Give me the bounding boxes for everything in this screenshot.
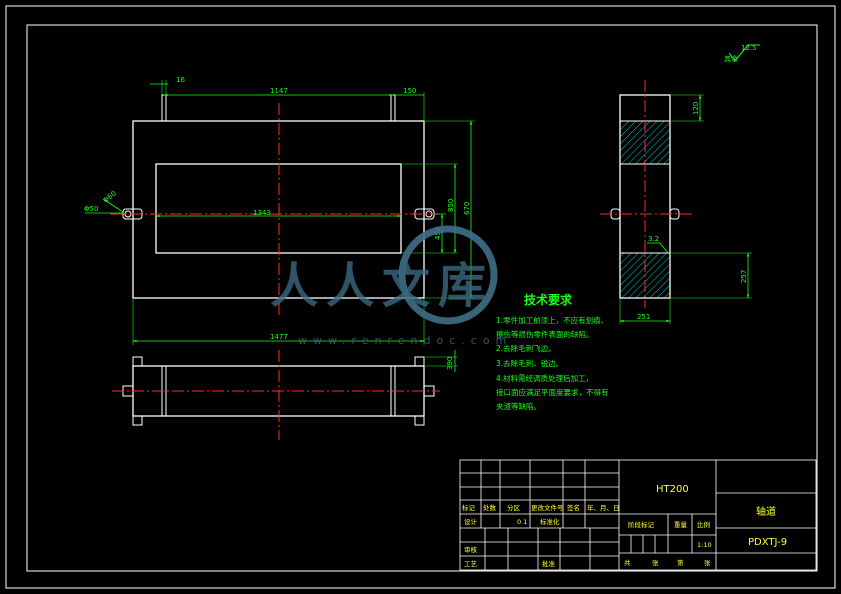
tb-stage: 阶段标记 <box>628 520 655 529</box>
dim-left-hole: Φ50 <box>84 205 98 213</box>
dim-side-mid: 3.2 <box>648 235 659 243</box>
outer-frame <box>5 5 836 589</box>
tb-scale-value: 1:10 <box>697 541 712 549</box>
tb-scale: 比例 <box>697 520 710 529</box>
tb-h-2: 分区 <box>507 503 521 512</box>
title-block <box>459 459 817 571</box>
dim-right-h3: 670 <box>463 202 471 215</box>
title-block-text: HT200 轴道 PDXTJ-9 标记 处数 分区 更改文件号 签名 年、月、日… <box>462 484 787 568</box>
dim-top-stub: 16 <box>176 76 185 84</box>
tb-h-3: 更改文件号 <box>531 503 564 512</box>
tech-item-1: 1.零件加工前须上，不应有划痕、 <box>496 315 608 325</box>
surface-finish-symbol: 12.5 其余 <box>724 44 760 63</box>
dim-side-top: 120 <box>692 102 700 115</box>
tb-approve: 批准 <box>542 559 556 568</box>
tb-sheet-2: 第 <box>677 558 684 567</box>
tb-part-name: 轴道 <box>756 505 776 518</box>
watermark: 人人文库 www.renrendoc.com <box>270 225 512 347</box>
watermark-ring <box>398 225 498 325</box>
dim-side-width: 251 <box>637 313 650 321</box>
dim-right-h2: 850 <box>447 199 455 212</box>
tech-item-6: 接口面应满足平面度要求，不得有 <box>496 387 609 397</box>
tb-weight: 重量 <box>674 521 688 529</box>
front-top-stub-left <box>161 94 167 122</box>
tb-h-0: 标记 <box>462 503 476 512</box>
tb-sheet-3: 张 <box>704 558 711 567</box>
surface-finish-value: 12.5 <box>741 44 757 52</box>
tb-material: HT200 <box>656 484 689 495</box>
dim-bottom-view: 390 <box>446 357 454 370</box>
dim-side-height: 257 <box>740 270 748 283</box>
watermark-text: 人人文库 <box>270 258 494 314</box>
dim-top-right: 150 <box>403 87 416 95</box>
tech-item-3: 2.去除毛刺飞边。 <box>496 343 556 353</box>
tb-process: 工艺 <box>464 560 478 568</box>
watermark-url: www.renrendoc.com <box>298 334 512 347</box>
dim-inner-width: 1343 <box>253 209 271 217</box>
tb-design-val: 0.1 <box>517 518 527 526</box>
tb-standard: 标准化 <box>540 517 560 526</box>
dim-top-span: 1147 <box>270 87 288 95</box>
tb-sheet-0: 共 <box>624 558 631 567</box>
side-view: 120 3.2 257 251 <box>600 80 752 324</box>
tech-title: 技术要求 <box>524 292 573 307</box>
tech-item-2: 擦伤等损伤零件表面的缺陷。 <box>496 329 594 339</box>
tech-item-7: 夹渣等缺陷。 <box>496 401 541 411</box>
dim-overall-width: 1477 <box>270 333 288 341</box>
tb-h-4: 签名 <box>567 503 580 512</box>
dim-left-note: Φ60 <box>102 189 118 204</box>
front-top-stub-right <box>390 94 396 122</box>
tb-review: 审核 <box>464 545 478 554</box>
tb-drawing-no: PDXTJ-9 <box>748 537 787 548</box>
tb-h-5: 年、月、日 <box>587 503 620 512</box>
tech-item-5: 4.材料需经调质处理后加工， <box>496 373 593 383</box>
tb-h-1: 处数 <box>483 503 497 512</box>
front-view: 16 1147 150 Φ50 Φ60 1343 450 850 670 147… <box>84 76 475 345</box>
tb-sheet-1: 张 <box>652 558 659 567</box>
inner-frame <box>26 24 818 572</box>
bottom-view: 390 <box>112 350 458 440</box>
surface-finish-label: 其余 <box>724 54 738 63</box>
tb-design: 设计 <box>464 517 478 526</box>
tech-item-4: 3.去除毛刺，锐边。 <box>496 358 563 368</box>
tech-requirements: 技术要求 1.零件加工前须上，不应有划痕、 擦伤等损伤零件表面的缺陷。 2.去除… <box>496 292 609 411</box>
